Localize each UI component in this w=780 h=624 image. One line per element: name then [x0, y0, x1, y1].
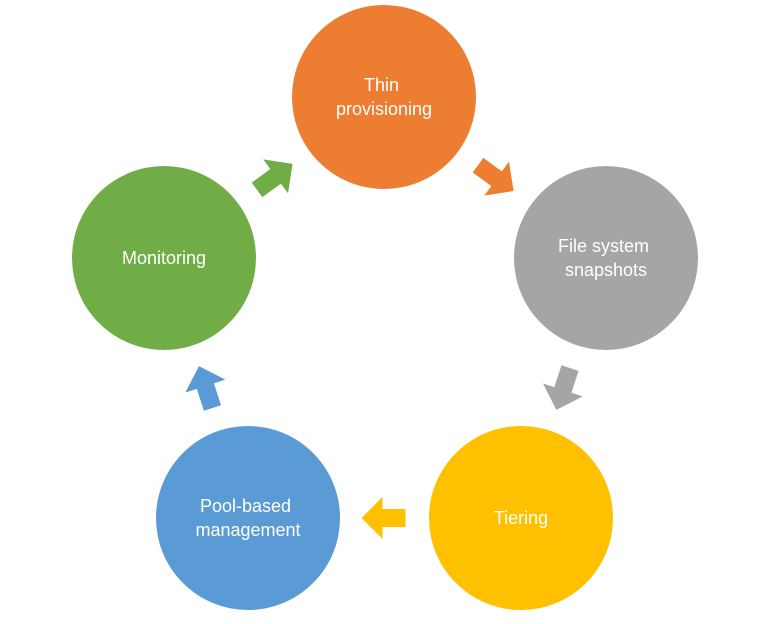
node-file-system-snapshots: File system snapshots — [514, 166, 698, 350]
node-file-system-snapshots-label: File system snapshots — [558, 236, 654, 280]
node-tiering-circle — [429, 426, 613, 610]
node-thin-provisioning-circle — [292, 5, 476, 189]
node-file-system-snapshots-label-line-1: File system — [558, 236, 649, 256]
node-pool-based-management-label-line-1: Pool-based — [200, 496, 291, 516]
node-monitoring-label: Monitoring — [122, 248, 206, 268]
node-thin-provisioning-label: Thin provisioning — [336, 75, 432, 119]
node-pool-based-management: Pool-based management — [156, 426, 340, 610]
node-monitoring-circle — [72, 166, 256, 350]
node-thin-provisioning-label-line-2: provisioning — [336, 99, 432, 119]
node-tiering: Tiering — [429, 426, 613, 610]
node-tiering-label: Tiering — [494, 508, 548, 528]
arrow-shape — [185, 366, 226, 411]
node-tiering-label-line-1: Tiering — [494, 508, 548, 528]
node-file-system-snapshots-circle — [514, 166, 698, 350]
node-file-system-snapshots-label-line-2: snapshots — [565, 260, 647, 280]
arrow-tiering-to-pool-based-management — [361, 497, 406, 539]
arrow-shape — [251, 159, 293, 198]
arrow-file-system-snapshots-to-tiering — [542, 365, 583, 410]
arrows-layer — [185, 157, 583, 539]
arrow-shape — [361, 497, 406, 539]
node-thin-provisioning-label-line-1: Thin — [364, 75, 399, 95]
arrow-thin-provisioning-to-file-system-snapshots — [472, 157, 514, 196]
node-pool-based-management-label-line-2: management — [195, 520, 300, 540]
node-monitoring: Monitoring — [72, 166, 256, 350]
arrow-shape — [542, 365, 583, 410]
node-pool-based-management-label: Pool-based management — [195, 496, 300, 540]
node-monitoring-label-line-1: Monitoring — [122, 248, 206, 268]
node-thin-provisioning: Thin provisioning — [292, 5, 476, 189]
arrow-monitoring-to-thin-provisioning — [251, 159, 293, 198]
arrow-shape — [472, 157, 514, 196]
node-pool-based-management-circle — [156, 426, 340, 610]
arrow-pool-based-management-to-monitoring — [185, 366, 226, 411]
